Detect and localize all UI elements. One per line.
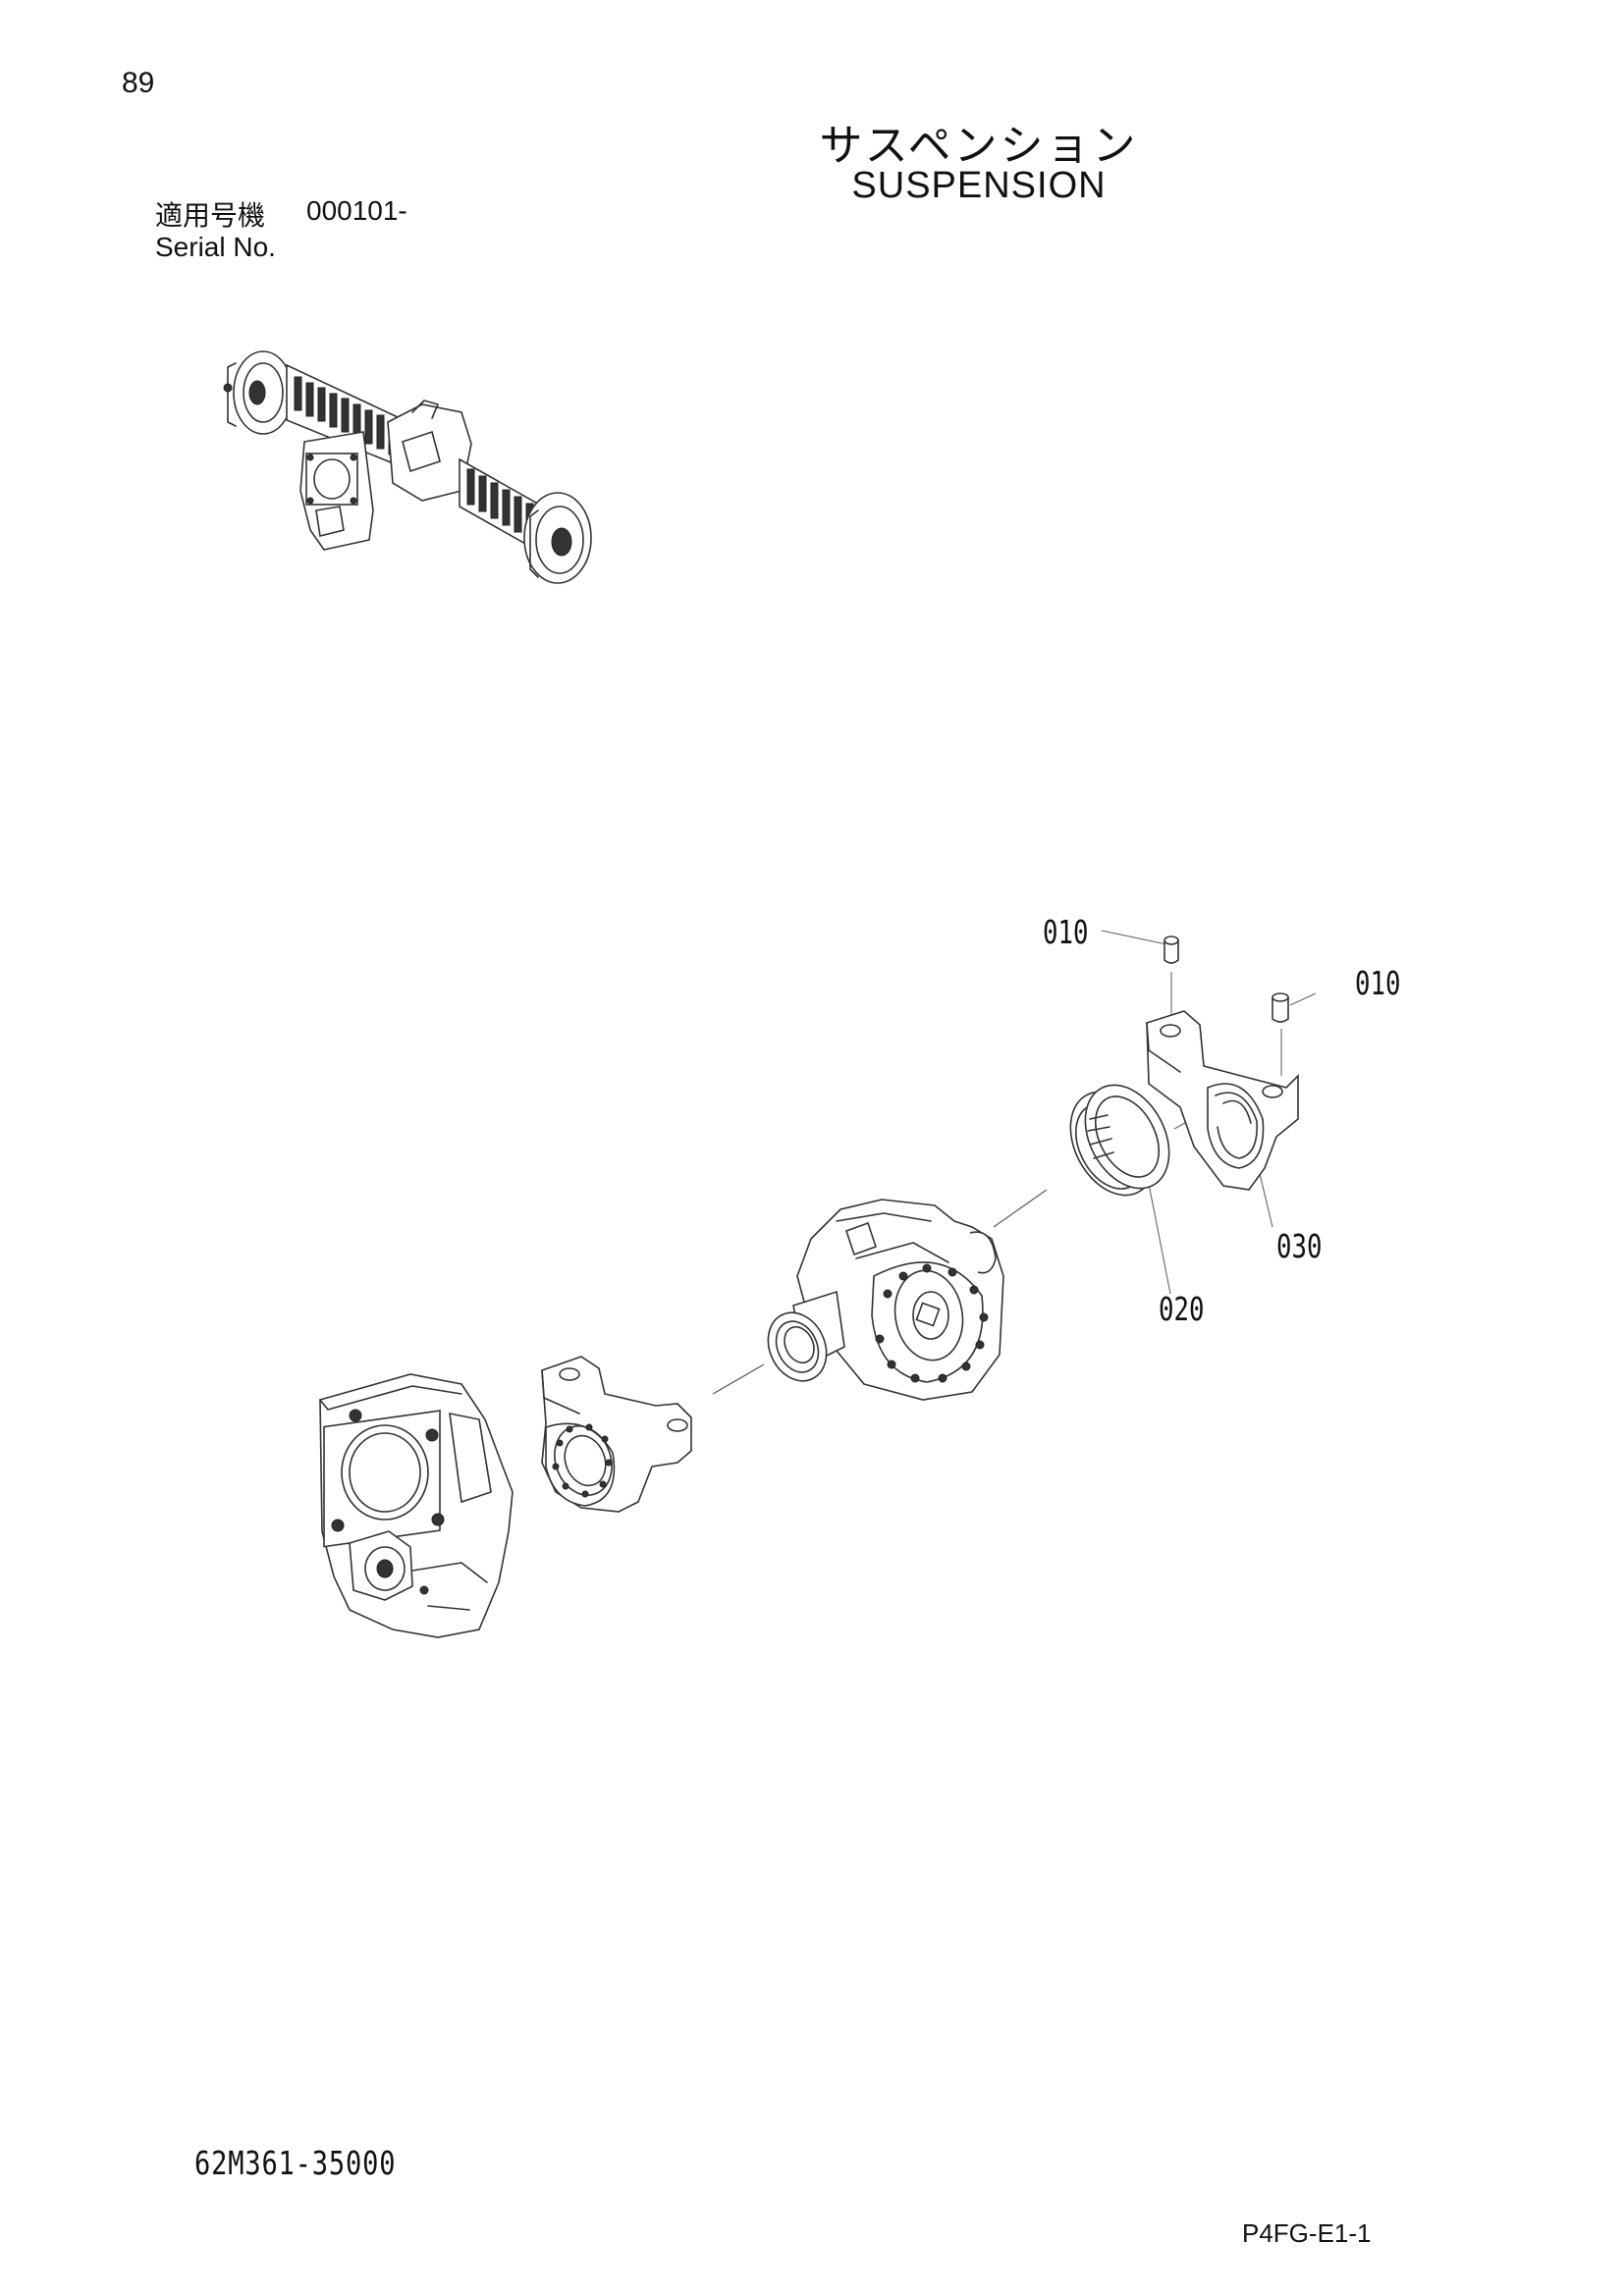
axle-assembly-thumbnail: [223, 350, 592, 584]
serial-label-english: Serial No.: [155, 232, 276, 262]
page-title-japanese: サスペンション: [819, 121, 1139, 171]
transmission-case: [319, 1373, 514, 1638]
callout-020-bearing: 020: [1159, 1290, 1205, 1328]
left-suspension-bracket: [541, 1356, 692, 1513]
bushing-010-left: [1164, 935, 1179, 964]
differential-housing: [767, 1199, 1004, 1401]
serial-label-japanese: 適用号機: [155, 199, 266, 232]
page-number: 89: [122, 67, 155, 99]
page-code: P4FG-E1-1: [1242, 2218, 1372, 2248]
drawing-number: 62M361-35000: [194, 2144, 397, 2182]
callout-010-bushing-upper: 010: [1043, 913, 1089, 951]
serial-number-value: 000101-: [306, 195, 407, 226]
bearing-020: [1069, 1084, 1170, 1197]
page-title-english: SUSPENSION: [851, 165, 1107, 206]
suspension-bracket-030: [1146, 1010, 1299, 1191]
callout-030-bracket: 030: [1276, 1227, 1323, 1265]
bushing-010-right: [1272, 992, 1289, 1023]
callout-010-bushing-right: 010: [1355, 964, 1401, 1002]
